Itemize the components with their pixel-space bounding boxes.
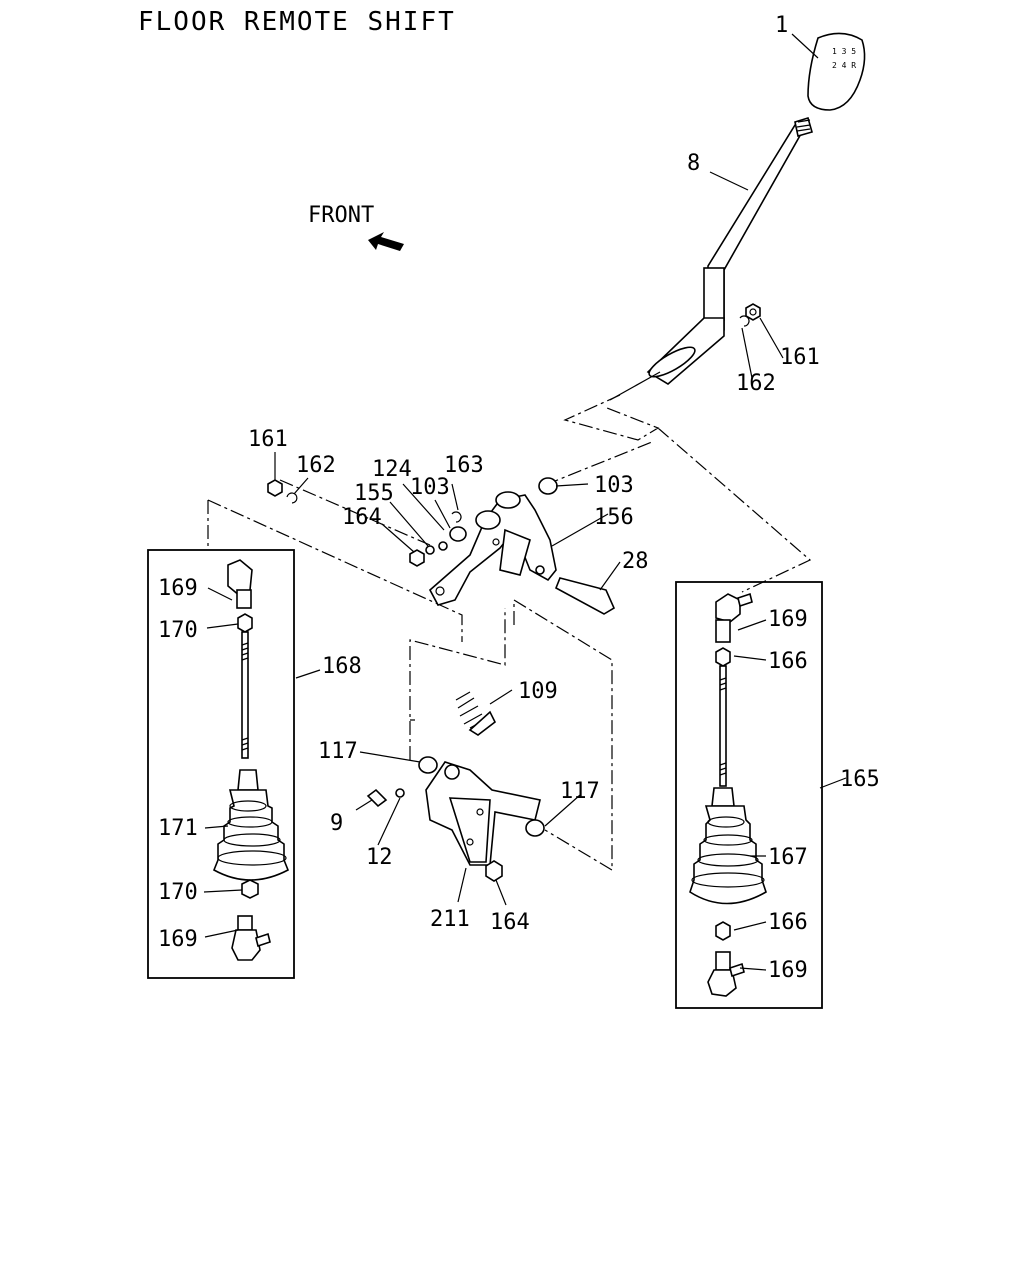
callout-117-left: 117 xyxy=(318,739,358,764)
group-box-168 xyxy=(147,549,295,979)
washer-124 xyxy=(438,541,448,551)
bracket-211 xyxy=(425,761,541,866)
bushing-117-left xyxy=(418,756,438,774)
callout-155: 155 xyxy=(354,481,394,506)
group-box-165 xyxy=(675,581,823,1009)
phantom-lines xyxy=(207,394,812,872)
callout-117-right: 117 xyxy=(560,779,600,804)
callout-161-upper: 161 xyxy=(780,345,820,370)
callout-103-left: 103 xyxy=(410,475,450,500)
callout-169-bottom-right: 169 xyxy=(768,958,808,983)
front-label: FRONT xyxy=(308,203,374,228)
callout-169-top-left: 169 xyxy=(158,576,198,601)
callout-166-bottom-right: 166 xyxy=(768,910,808,935)
leader-lines xyxy=(203,33,847,971)
callout-169-top-right: 169 xyxy=(768,607,808,632)
callout-166-top-right: 166 xyxy=(768,649,808,674)
rod-assembly-165 xyxy=(689,592,767,997)
nut-164-lower xyxy=(485,860,503,882)
diagram-title: FLOOR REMOTE SHIFT xyxy=(138,7,456,37)
shift-knob: 1 3 5 2 4 R xyxy=(807,32,866,111)
callout-167: 167 xyxy=(768,845,808,870)
callout-170-bottom-left: 170 xyxy=(158,880,198,905)
callout-163: 163 xyxy=(444,453,484,478)
callout-162-upper: 162 xyxy=(736,371,776,396)
callout-28: 28 xyxy=(622,549,649,574)
pin-28 xyxy=(535,565,616,615)
callout-211: 211 xyxy=(430,907,470,932)
clip-162-left xyxy=(286,492,298,504)
washer-12 xyxy=(395,788,405,798)
callout-124: 124 xyxy=(372,457,412,482)
front-arrow-icon xyxy=(368,232,404,251)
callout-165: 165 xyxy=(840,767,880,792)
nut-161-left xyxy=(267,479,283,497)
callout-168: 168 xyxy=(322,654,362,679)
bushing-103-right xyxy=(538,477,558,495)
callout-9: 9 xyxy=(330,811,343,836)
nut-164-upper xyxy=(409,549,425,567)
callout-103-right: 103 xyxy=(594,473,634,498)
washer-155 xyxy=(425,545,435,555)
rod-assembly-168 xyxy=(212,559,290,961)
callout-164-lower: 164 xyxy=(490,910,530,935)
shift-shaft-assembly xyxy=(428,491,557,606)
callout-164-upper: 164 xyxy=(342,505,382,530)
shift-lever xyxy=(609,116,813,401)
callout-171: 171 xyxy=(158,816,198,841)
callout-162-left: 162 xyxy=(296,453,336,478)
svg-text:1 3 5: 1 3 5 xyxy=(832,47,856,56)
callout-161-left: 161 xyxy=(248,427,288,452)
callout-109: 109 xyxy=(518,679,558,704)
callout-12: 12 xyxy=(366,845,393,870)
svg-text:2 4 R: 2 4 R xyxy=(832,61,856,70)
spring-109 xyxy=(455,691,497,736)
bushing-117-right xyxy=(525,819,545,837)
callout-156: 156 xyxy=(594,505,634,530)
pin-163 xyxy=(451,511,462,523)
callout-8: 8 xyxy=(687,151,700,176)
bushing-103-left xyxy=(449,526,467,542)
bolt-9 xyxy=(366,788,388,808)
callout-169-bottom-left: 169 xyxy=(158,927,198,952)
clip-162-upper xyxy=(739,315,750,327)
callout-170-top-left: 170 xyxy=(158,618,198,643)
callout-1: 1 xyxy=(775,13,788,38)
